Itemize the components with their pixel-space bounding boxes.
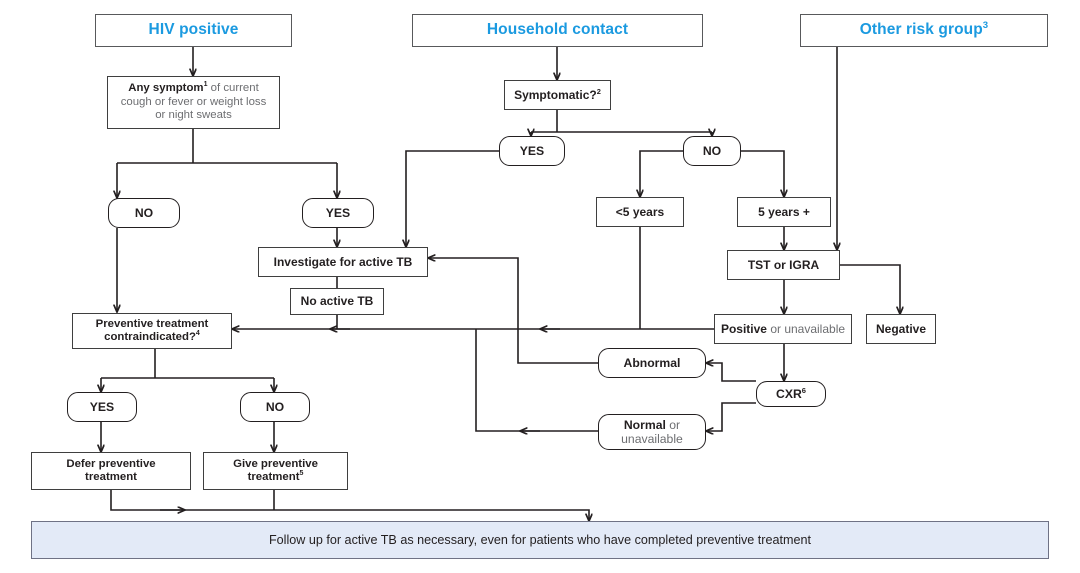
node-tst-or-igra-label: TST or IGRA <box>747 257 820 272</box>
node-symptomatic[interactable]: Symptomatic?2 <box>504 80 611 110</box>
banner-follow-up[interactable]: Follow up for active TB as necessary, ev… <box>31 521 1049 559</box>
node-cxr[interactable]: CXR6 <box>756 381 826 407</box>
header-household-contact-label: Household contact <box>486 21 629 39</box>
node-any-symptom-label: Any symptom1 of current cough or fever o… <box>120 81 267 122</box>
node-no-active-tb-label: No active TB <box>300 294 374 309</box>
node-any-symptom[interactable]: Any symptom1 of current cough or fever o… <box>107 76 280 129</box>
node-hiv-symptom-no[interactable]: NO <box>108 198 180 228</box>
node-contraindicated-yes[interactable]: YES <box>67 392 137 422</box>
node-5-years-plus[interactable]: 5 years + <box>737 197 831 227</box>
node-positive-or-unavailable-label: Positive or unavailable <box>720 321 846 336</box>
node-positive-or-unavailable[interactable]: Positive or unavailable <box>714 314 852 344</box>
node-symptomatic-label: Symptomatic?2 <box>514 86 601 102</box>
node-negative[interactable]: Negative <box>866 314 936 344</box>
node-contraindicated-no-label: NO <box>265 399 285 414</box>
banner-follow-up-label: Follow up for active TB as necessary, ev… <box>268 532 812 547</box>
node-cxr-abnormal-label: Abnormal <box>623 355 681 370</box>
node-contraindicated-no[interactable]: NO <box>240 392 310 422</box>
node-negative-label: Negative <box>875 321 927 336</box>
node-symptomatic-yes-label: YES <box>519 143 545 158</box>
node-5-years-plus-label: 5 years + <box>758 204 810 219</box>
node-contraindicated-yes-label: YES <box>89 399 115 414</box>
node-cxr-abnormal[interactable]: Abnormal <box>598 348 706 378</box>
node-under-5-years-label: <5 years <box>615 204 665 219</box>
header-other-risk-group-label: Other risk group3 <box>859 20 989 39</box>
node-investigate-active-tb[interactable]: Investigate for active TB <box>258 247 428 277</box>
header-other-risk-group[interactable]: Other risk group3 <box>800 14 1048 47</box>
header-hiv-positive[interactable]: HIV positive <box>95 14 292 47</box>
node-symptomatic-no[interactable]: NO <box>683 136 741 166</box>
header-hiv-positive-label: HIV positive <box>148 21 239 39</box>
header-household-contact[interactable]: Household contact <box>412 14 703 47</box>
node-under-5-years[interactable]: <5 years <box>596 197 684 227</box>
node-investigate-active-tb-label: Investigate for active TB <box>273 254 413 269</box>
node-hiv-symptom-yes[interactable]: YES <box>302 198 374 228</box>
node-symptomatic-yes[interactable]: YES <box>499 136 565 166</box>
node-hiv-symptom-no-label: NO <box>134 205 154 220</box>
node-no-active-tb[interactable]: No active TB <box>290 288 384 315</box>
node-tst-or-igra[interactable]: TST or IGRA <box>727 250 840 280</box>
node-cxr-label: CXR6 <box>776 385 806 401</box>
node-symptomatic-no-label: NO <box>702 143 722 158</box>
node-hiv-symptom-yes-label: YES <box>325 205 351 220</box>
